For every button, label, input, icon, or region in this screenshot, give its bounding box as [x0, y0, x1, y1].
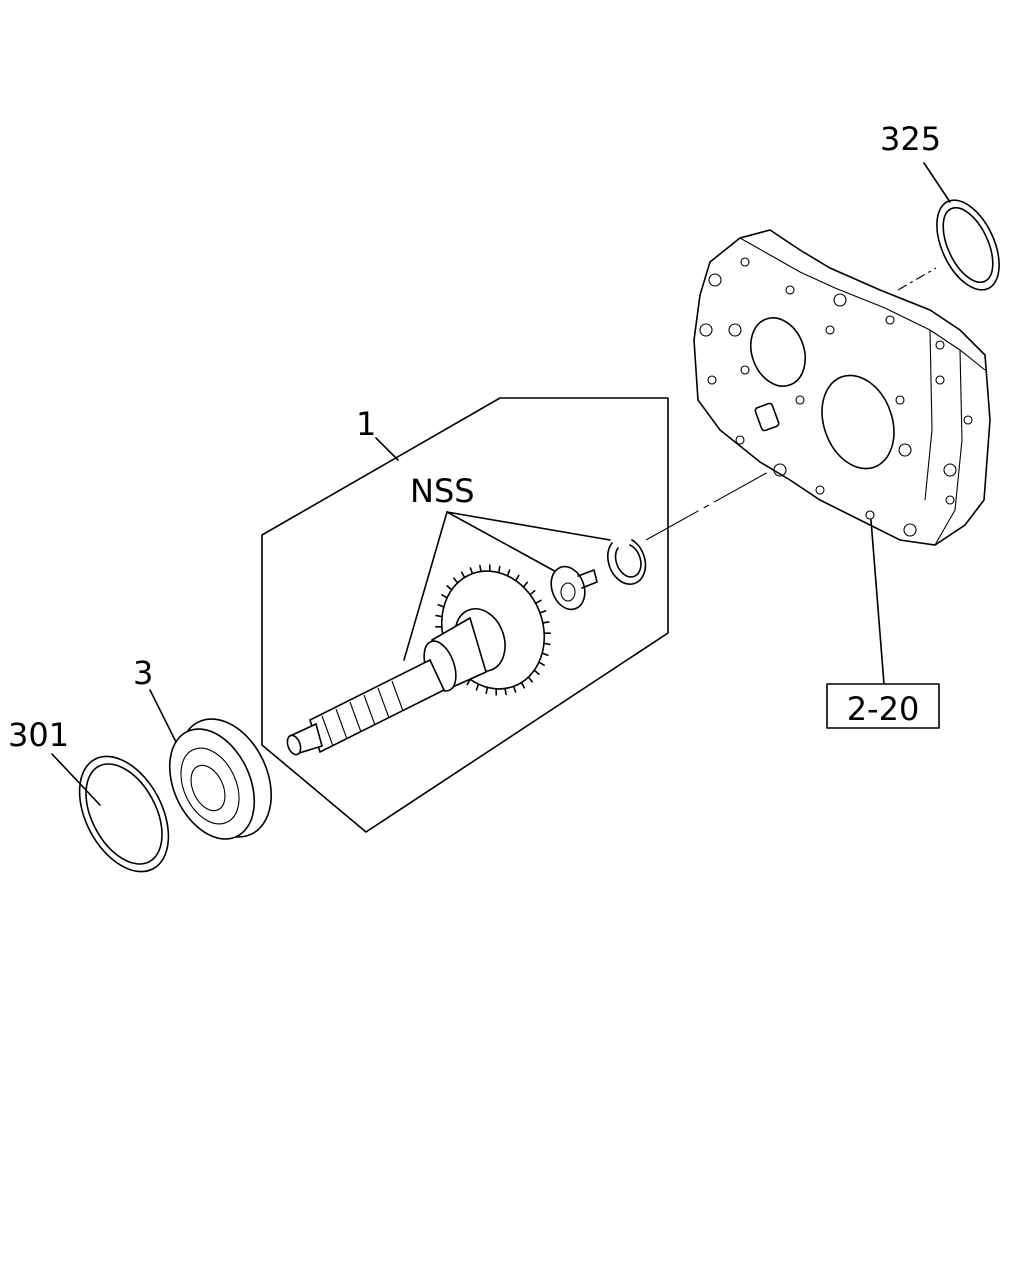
- assembly-bracket: [261, 397, 669, 833]
- bolt-hole: [935, 375, 945, 385]
- nss-leaders: [403, 511, 611, 661]
- bolt-hole: [865, 510, 875, 520]
- bolt-hole: [898, 443, 912, 457]
- washer-301: [78, 755, 170, 873]
- ball-bearing: [168, 718, 273, 840]
- gear-tooth: [452, 577, 459, 584]
- bolt-hole: [740, 365, 750, 375]
- bolt-hole: [945, 495, 955, 505]
- input-shaft: [286, 564, 551, 756]
- gear-tooth: [534, 599, 542, 605]
- gear-tooth: [460, 571, 466, 579]
- gear-tooth: [527, 676, 534, 683]
- gear-tooth: [512, 685, 517, 693]
- bolt-hole: [707, 375, 717, 385]
- case-bolt-holes: [699, 257, 973, 537]
- bolt-hole: [815, 485, 825, 495]
- gear-tooth: [543, 642, 551, 646]
- bolt-hole: [735, 435, 745, 445]
- callout-reference: 2-20: [847, 690, 920, 728]
- callout-assembly: 1: [356, 405, 376, 443]
- gear-tooth: [542, 621, 550, 624]
- gear-tooth: [475, 683, 480, 691]
- bolt-hole: [833, 293, 847, 307]
- washer-325: [936, 199, 1000, 291]
- gear-tooth: [479, 564, 482, 573]
- reference-box: [826, 683, 940, 729]
- gear-tooth: [538, 661, 545, 666]
- gear-tooth: [541, 652, 549, 656]
- callout-nss: NSS: [410, 472, 475, 510]
- gear-tooth: [520, 681, 526, 689]
- callout-leaders: [51, 162, 951, 806]
- gear-tooth: [446, 585, 453, 591]
- callout-washer-right: 325: [880, 120, 941, 158]
- callout-washer-left: 301: [8, 716, 69, 754]
- bolt-hole: [825, 325, 835, 335]
- bolt-hole: [699, 323, 713, 337]
- gear-tooth: [522, 581, 529, 588]
- gear-tooth: [533, 669, 540, 675]
- gear-tooth: [529, 589, 536, 596]
- snap-ring: [607, 539, 647, 585]
- gear-tooth: [437, 604, 445, 608]
- gear-tooth: [497, 565, 501, 574]
- gear-tooth: [506, 569, 511, 577]
- bolt-hole: [773, 463, 787, 477]
- transmission-case: [693, 229, 991, 546]
- gear-tooth: [441, 594, 448, 599]
- pilot-bearing: [550, 565, 598, 611]
- bolt-hole: [795, 395, 805, 405]
- gear-tooth: [435, 614, 443, 618]
- bolt-hole: [885, 315, 895, 325]
- bolt-hole: [895, 395, 905, 405]
- gear-tooth: [539, 610, 547, 614]
- bolt-hole: [935, 340, 945, 350]
- bolt-hole: [943, 463, 957, 477]
- gear-tooth: [469, 567, 474, 575]
- gear-tooth: [485, 686, 489, 695]
- bolt-hole: [728, 323, 742, 337]
- callout-bearing: 3: [133, 654, 153, 692]
- gear-tooth: [504, 687, 507, 696]
- bolt-hole: [740, 257, 750, 267]
- bolt-hole: [708, 273, 722, 287]
- bolt-hole: [785, 285, 795, 295]
- bolt-hole: [963, 415, 973, 425]
- bolt-hole: [903, 523, 917, 537]
- gear-tooth: [515, 574, 520, 582]
